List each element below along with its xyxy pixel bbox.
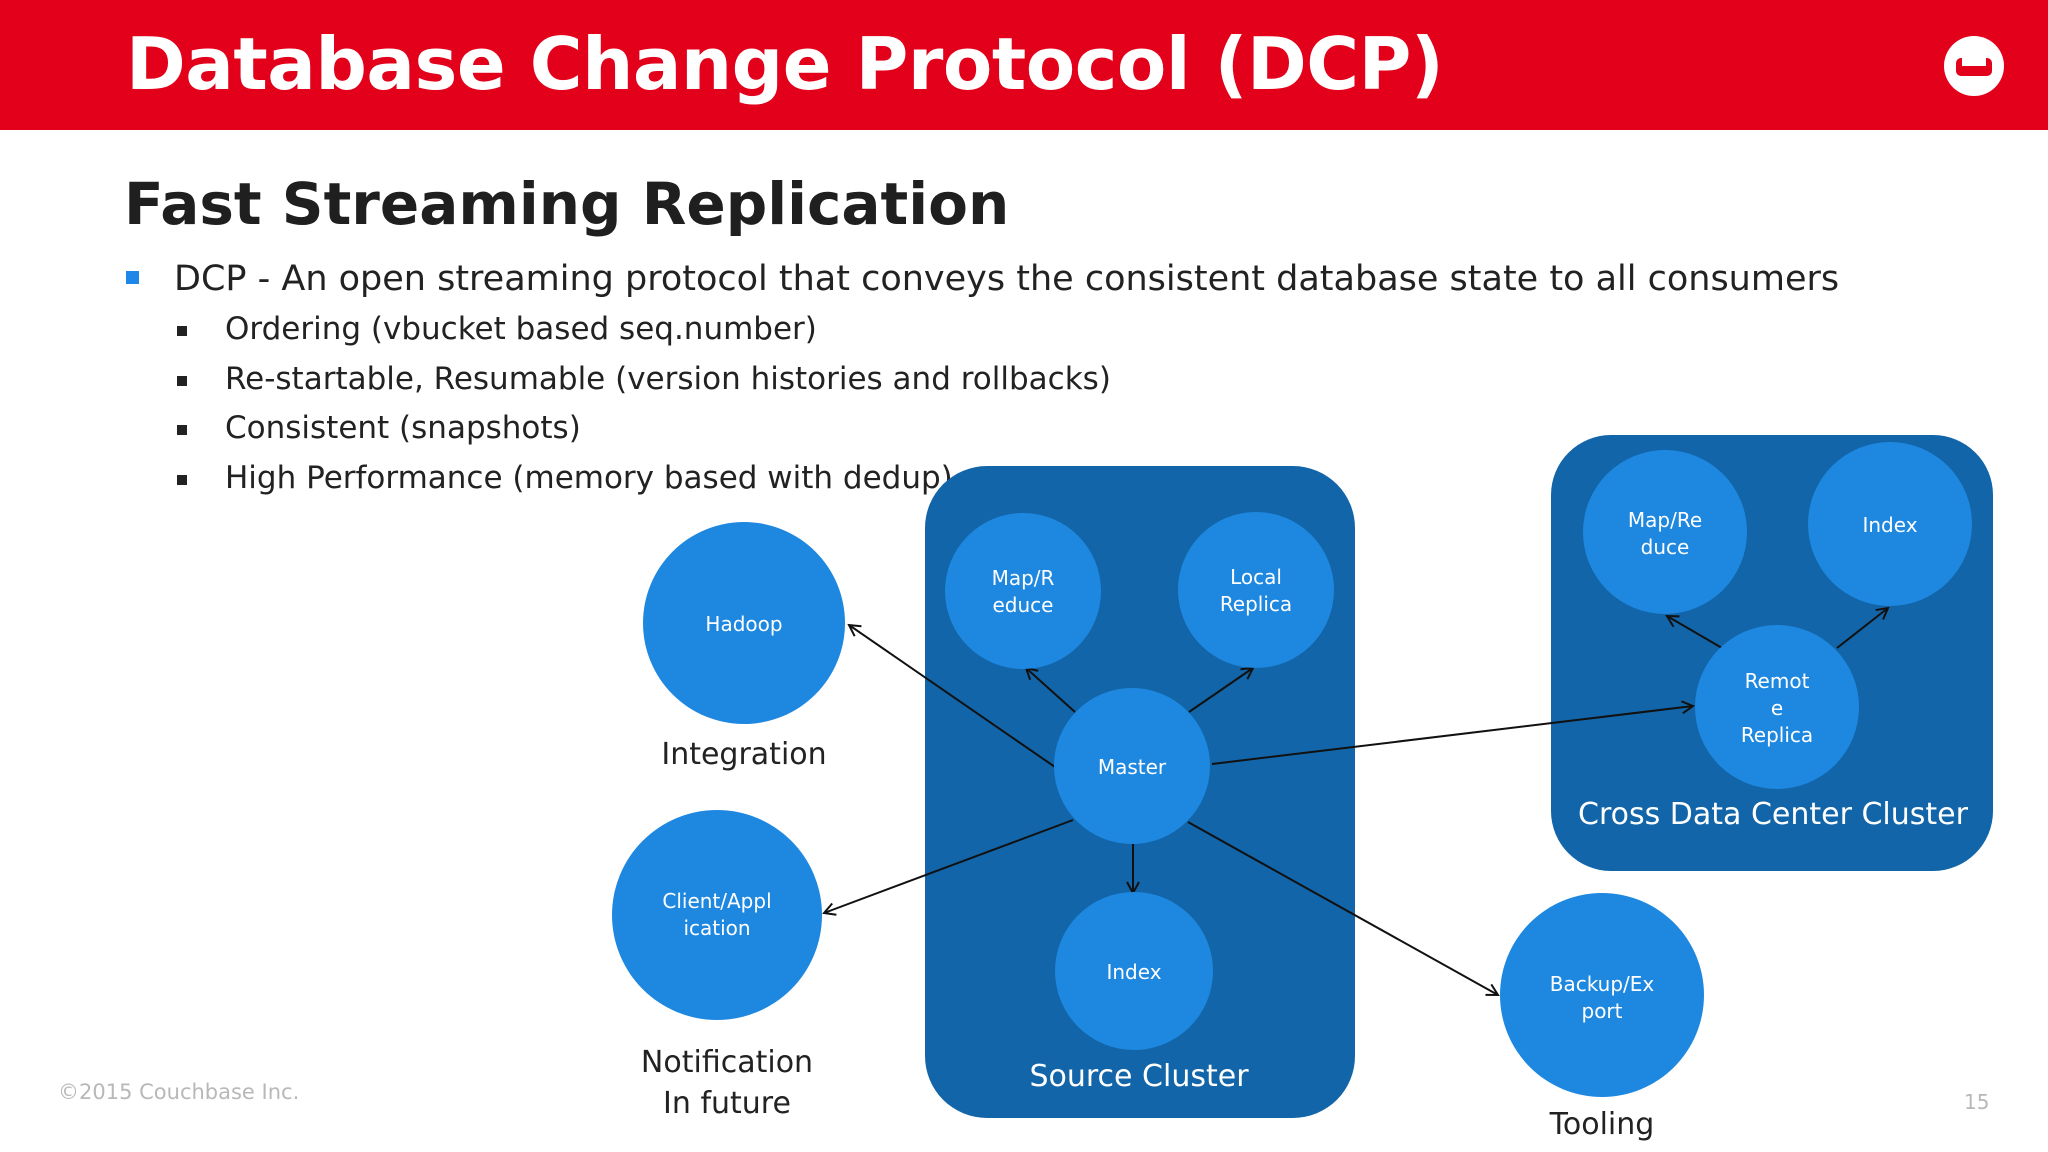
bullet-main-text: DCP - An open streaming protocol that co… [174, 259, 1840, 299]
slide-title: Database Change Protocol (DCP) [126, 22, 1444, 106]
hadoop-node: Hadoop [643, 522, 845, 724]
node-label: Replica [1220, 592, 1292, 616]
local-replica-node: Local Replica [1178, 512, 1334, 668]
node-label: ication [683, 916, 750, 940]
edge-master-remote-replica [1211, 706, 1693, 765]
cross-dc-cluster-label: Cross Data Center Cluster [1578, 797, 1969, 832]
node-label: educe [993, 593, 1054, 617]
xdc-mapreduce-node: Map/Re duce [1583, 450, 1747, 614]
edge-master-hadoop [849, 625, 1056, 768]
xdc-index-node: Index [1808, 442, 1972, 606]
node-label: Replica [1741, 723, 1813, 747]
sub-bullet-text: Ordering (vbucket based seq.number) [225, 311, 817, 347]
node-label: Map/R [992, 566, 1055, 590]
edge-master-local-replica [1188, 668, 1253, 713]
notification-label: Notification [641, 1045, 813, 1080]
sub-bullet-text: High Performance (memory based with dedu… [225, 460, 953, 496]
node-label: Index [1106, 960, 1161, 984]
node-label: Backup/Ex [1550, 972, 1655, 996]
page-number: 15 [1964, 1090, 1990, 1114]
source-cluster-label: Source Cluster [1029, 1059, 1249, 1094]
client-application-node: Client/Appl ication [612, 810, 822, 1020]
node-label: Client/Appl [662, 889, 771, 913]
node-label: Remot [1745, 669, 1810, 693]
node-label: port [1582, 999, 1623, 1023]
node-label: Hadoop [705, 612, 782, 636]
edge-master-mapreduce [1026, 668, 1076, 713]
edge-master-backup [1187, 821, 1498, 995]
node-label: e [1771, 696, 1783, 720]
remote-replica-node: Remot e Replica [1695, 625, 1859, 789]
integration-label: Integration [661, 737, 826, 772]
sub-bullet-text: Consistent (snapshots) [225, 410, 581, 446]
source-index-node: Index [1055, 892, 1213, 1050]
edge-master-client [824, 819, 1074, 913]
notification-sublabel: In future [663, 1086, 791, 1121]
source-mapreduce-node: Map/R educe [945, 513, 1101, 669]
node-label: duce [1641, 535, 1690, 559]
copyright-text: ©2015 Couchbase Inc. [58, 1080, 300, 1104]
node-label: Index [1862, 513, 1917, 537]
backup-export-node: Backup/Ex port [1500, 893, 1704, 1097]
title-bar: Database Change Protocol (DCP) [0, 0, 2048, 130]
node-label: Local [1230, 565, 1282, 589]
sub-bullet-text: Re-startable, Resumable (version histori… [225, 361, 1111, 397]
edge-remote-mapreduce [1667, 616, 1723, 649]
edge-remote-index [1836, 608, 1888, 649]
master-node: Master [1054, 688, 1210, 844]
node-label: Master [1098, 755, 1167, 779]
slide-subtitle: Fast Streaming Replication [124, 170, 1010, 238]
tooling-label: Tooling [1549, 1107, 1655, 1142]
node-label: Map/Re [1628, 508, 1702, 532]
couchbase-logo-icon [1944, 36, 2004, 96]
